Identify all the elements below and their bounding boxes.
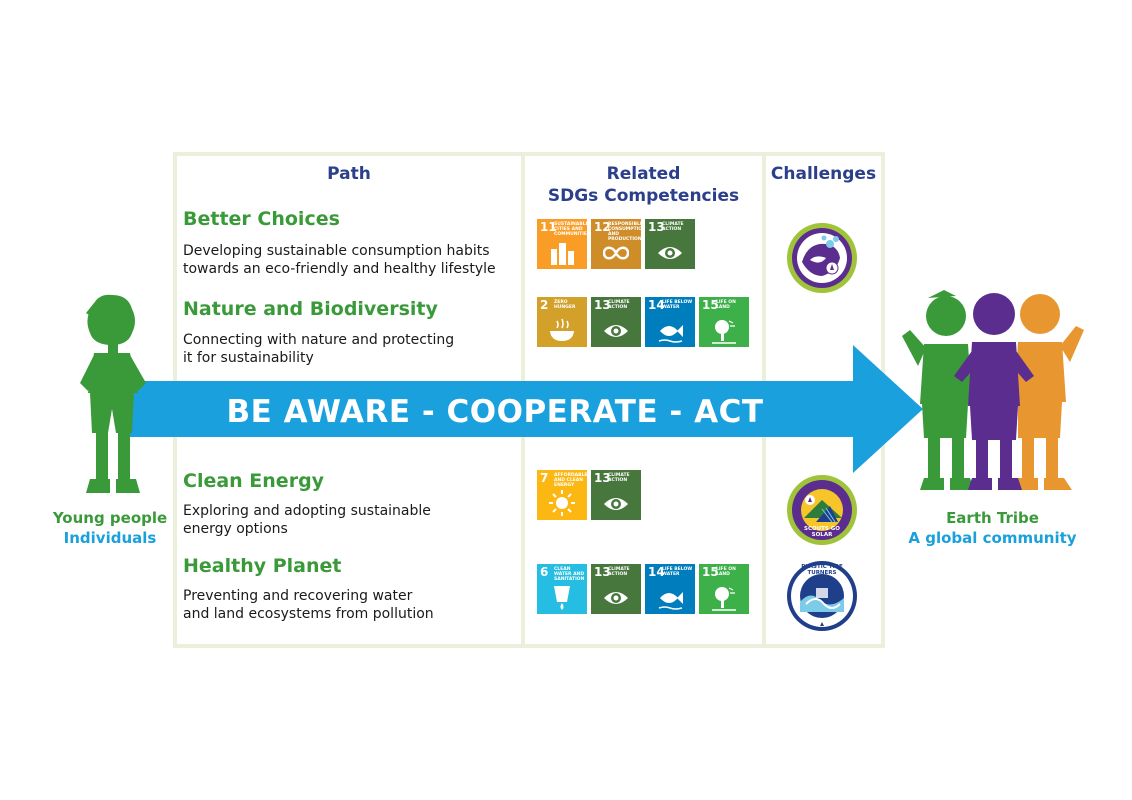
sdg-number: 14 bbox=[648, 298, 665, 312]
sdg-label: Sustainable cities and communities bbox=[554, 222, 587, 237]
path-title-better-choices: Better Choices bbox=[183, 208, 340, 230]
left-caption-line2: Individuals bbox=[63, 529, 157, 547]
path-title-nature: Nature and Biodiversity bbox=[183, 298, 438, 320]
sdg-number: 13 bbox=[594, 471, 611, 485]
sdg-number: 13 bbox=[648, 220, 665, 234]
arrow-motto: BE AWARE - COOPERATE - ACT bbox=[226, 394, 764, 430]
fish-icon bbox=[658, 592, 683, 610]
sdg-number: 7 bbox=[540, 471, 549, 485]
path-desc-healthy-planet: Preventing and recovering water and land… bbox=[183, 587, 513, 623]
sdg-label: Affordable and clean energy bbox=[554, 473, 587, 488]
sdg-12-tile: 12Responsible consumption and production bbox=[591, 219, 641, 269]
sdg-label: Responsible consumption and production bbox=[608, 222, 641, 242]
sdg-number: 15 bbox=[702, 298, 719, 312]
path-desc-line: Exploring and adopting sustainable bbox=[183, 503, 431, 519]
right-caption-line2: A global community bbox=[908, 529, 1077, 547]
related-column-header: Related SDGs Competencies bbox=[525, 163, 762, 207]
sdg-6-tile: 6 Clean water and sanitation bbox=[537, 564, 587, 614]
sdg-label: Life on land bbox=[716, 567, 736, 577]
sdg-number: 13 bbox=[594, 298, 611, 312]
sdg-15-tile: 15Life on land bbox=[699, 564, 749, 614]
sdg-14-tile: 14Life below water bbox=[645, 564, 695, 614]
path-desc-line: it for sustainability bbox=[183, 350, 314, 366]
sdg-13-tile: 13Climate action bbox=[645, 219, 695, 269]
badge-emblem-icon bbox=[787, 223, 857, 293]
sdg-11-tile: 11Sustainable cities and communities bbox=[537, 219, 587, 269]
path-title-healthy-planet: Healthy Planet bbox=[183, 555, 342, 577]
earth-tribe-icon bbox=[902, 290, 1084, 490]
path-title-clean-energy: Clean Energy bbox=[183, 470, 325, 492]
eye-icon bbox=[604, 498, 628, 510]
path-desc-line: and land ecosystems from pollution bbox=[183, 606, 434, 622]
sun-icon bbox=[549, 490, 575, 516]
path-column-header: Path bbox=[327, 164, 371, 184]
right-caption-line1: Earth Tribe bbox=[946, 509, 1039, 527]
sdg-14-tile: 14Life below water bbox=[645, 297, 695, 347]
sdg-label: Zero hunger bbox=[554, 300, 576, 310]
sdg-number: 13 bbox=[594, 565, 611, 579]
tide-badge-icon bbox=[787, 561, 857, 631]
right-caption: Earth Tribe A global community bbox=[900, 508, 1085, 548]
sdg-15-tile: 15Life on land bbox=[699, 297, 749, 347]
infinity-icon bbox=[603, 246, 629, 260]
path-desc-line: Developing sustainable consumption habit… bbox=[183, 243, 490, 259]
path-desc-better-choices: Developing sustainable consumption habit… bbox=[183, 242, 513, 278]
progress-arrow bbox=[125, 345, 923, 473]
fish-icon bbox=[658, 325, 683, 343]
tree-icon bbox=[712, 320, 736, 344]
sdg-7-tile: 7 Affordable and clean energy bbox=[537, 470, 587, 520]
sdg-label: Life below water bbox=[662, 567, 693, 577]
challenges-column-header: Challenges bbox=[770, 164, 877, 184]
sdg-label: Climate action bbox=[662, 222, 684, 232]
eye-icon bbox=[604, 325, 628, 337]
left-caption-line1: Young people bbox=[52, 509, 168, 527]
path-desc-line: towards an eco-friendly and healthy life… bbox=[183, 261, 496, 277]
sdg-number: 11 bbox=[540, 220, 557, 234]
tide-badge-text: PLASTIC TIDE TURNERS bbox=[801, 564, 843, 576]
sdg-label: Climate action bbox=[608, 567, 630, 577]
sdg-13-tile: 13Climate action bbox=[591, 297, 641, 347]
young-person-icon bbox=[80, 294, 146, 493]
related-header-line1: Related bbox=[606, 164, 681, 184]
sdg-13-tile: 13Climate action bbox=[591, 564, 641, 614]
city-icon bbox=[551, 243, 574, 265]
sdg-number: 2 bbox=[540, 298, 549, 312]
sdg-number: 15 bbox=[702, 565, 719, 579]
path-desc-nature: Connecting with nature and protecting it… bbox=[183, 331, 513, 367]
related-header-line2: SDGs Competencies bbox=[547, 186, 740, 206]
scouts-go-solar-badge: SCOUTS GO SOLAR bbox=[786, 474, 858, 550]
sdg-label: Life below water bbox=[662, 300, 693, 310]
plastic-tide-turners-badge: PLASTIC TIDE TURNERS bbox=[786, 560, 858, 636]
solar-badge-text: SCOUTS GO SOLAR bbox=[804, 526, 840, 538]
path-desc-line: energy options bbox=[183, 521, 288, 537]
eye-icon bbox=[658, 247, 682, 259]
sdg-number: 12 bbox=[594, 220, 611, 234]
sdg-number: 14 bbox=[648, 565, 665, 579]
path-desc-line: Connecting with nature and protecting bbox=[183, 332, 455, 348]
sdg-label: Climate action bbox=[608, 473, 630, 483]
path-desc-line: Preventing and recovering water bbox=[183, 588, 413, 604]
better-choices-badge bbox=[786, 222, 858, 298]
solar-badge-icon bbox=[787, 475, 857, 545]
sdg-2-tile: 2 Zero hunger bbox=[537, 297, 587, 347]
sdg-label: Climate action bbox=[608, 300, 630, 310]
left-caption: Young people Individuals bbox=[40, 508, 180, 548]
path-desc-clean-energy: Exploring and adopting sustainable energ… bbox=[183, 502, 513, 538]
sdg-number: 6 bbox=[540, 565, 549, 579]
eye-icon bbox=[604, 592, 628, 604]
sdg-13-tile: 13Climate action bbox=[591, 470, 641, 520]
sdg-label: Clean water and sanitation bbox=[554, 567, 585, 582]
sdg-label: Life on land bbox=[716, 300, 736, 310]
tree-icon bbox=[712, 587, 736, 611]
water-icon bbox=[554, 586, 570, 610]
bowl-icon bbox=[550, 318, 574, 341]
